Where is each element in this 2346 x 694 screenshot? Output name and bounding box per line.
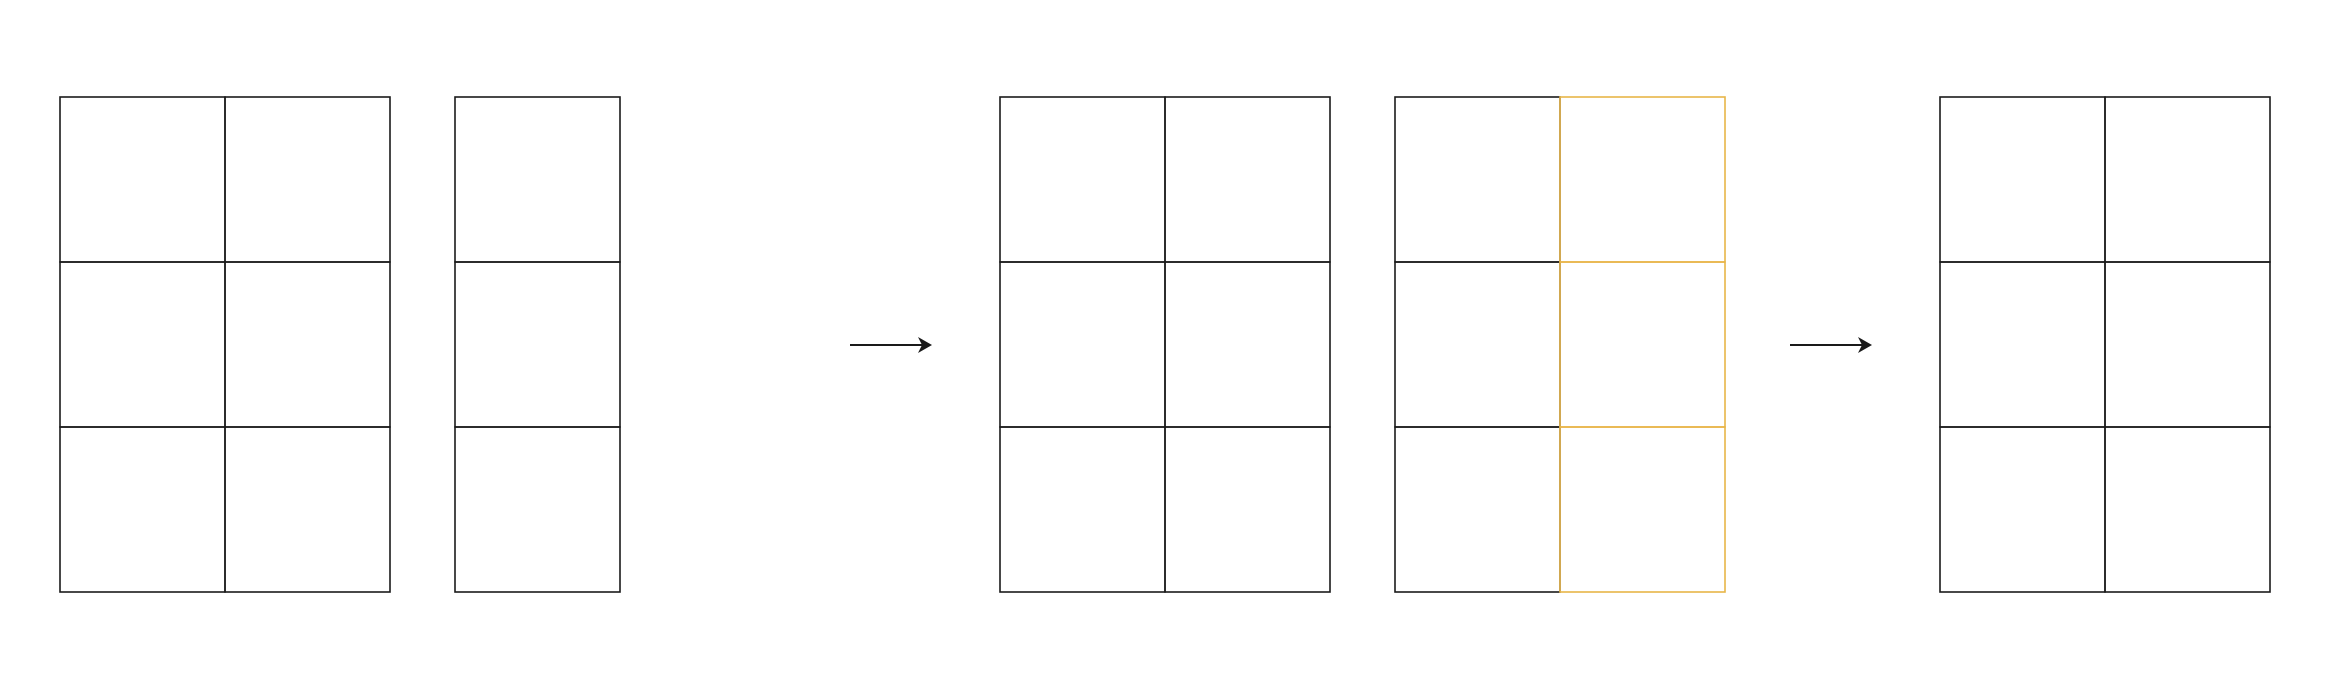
grid-cell [1164,96,1331,263]
grid-cell [224,426,391,593]
grid-e [1939,96,2271,593]
grid-cell [224,261,391,428]
grid-cell [2104,96,2271,263]
grid-cell [1939,261,2106,428]
grid-cell [1164,426,1331,593]
grid-cell [1394,426,1561,593]
grid-cell [2104,261,2271,428]
arrow-head-icon [918,337,932,353]
grid-cell [1939,426,2106,593]
grid-cell [1939,96,2106,263]
grid-cell [1394,261,1561,428]
arrow-head-icon [1858,337,1872,353]
grid-d [1394,96,1726,593]
grid-cell-highlighted [1559,261,1726,428]
grid-cell [224,96,391,263]
grid-cell-highlighted [1559,426,1726,593]
grid-b [454,96,621,593]
grid-cell [2104,426,2271,593]
grid-c [999,96,1331,593]
grid-a [59,96,391,593]
grid-cell [59,426,226,593]
arrow-1 [850,337,932,353]
arrows-layer [850,337,1872,353]
grid-cell-highlighted [1559,96,1726,263]
grid-cell [999,426,1166,593]
grid-cell [1164,261,1331,428]
grid-cell [454,261,621,428]
grid-cell [59,96,226,263]
grid-cell [454,96,621,263]
arrow-2 [1790,337,1872,353]
grid-cell [999,96,1166,263]
grid-cell [1394,96,1561,263]
grid-cell [59,261,226,428]
grid-cell [454,426,621,593]
grids-layer [59,96,2271,593]
grid-cell [999,261,1166,428]
